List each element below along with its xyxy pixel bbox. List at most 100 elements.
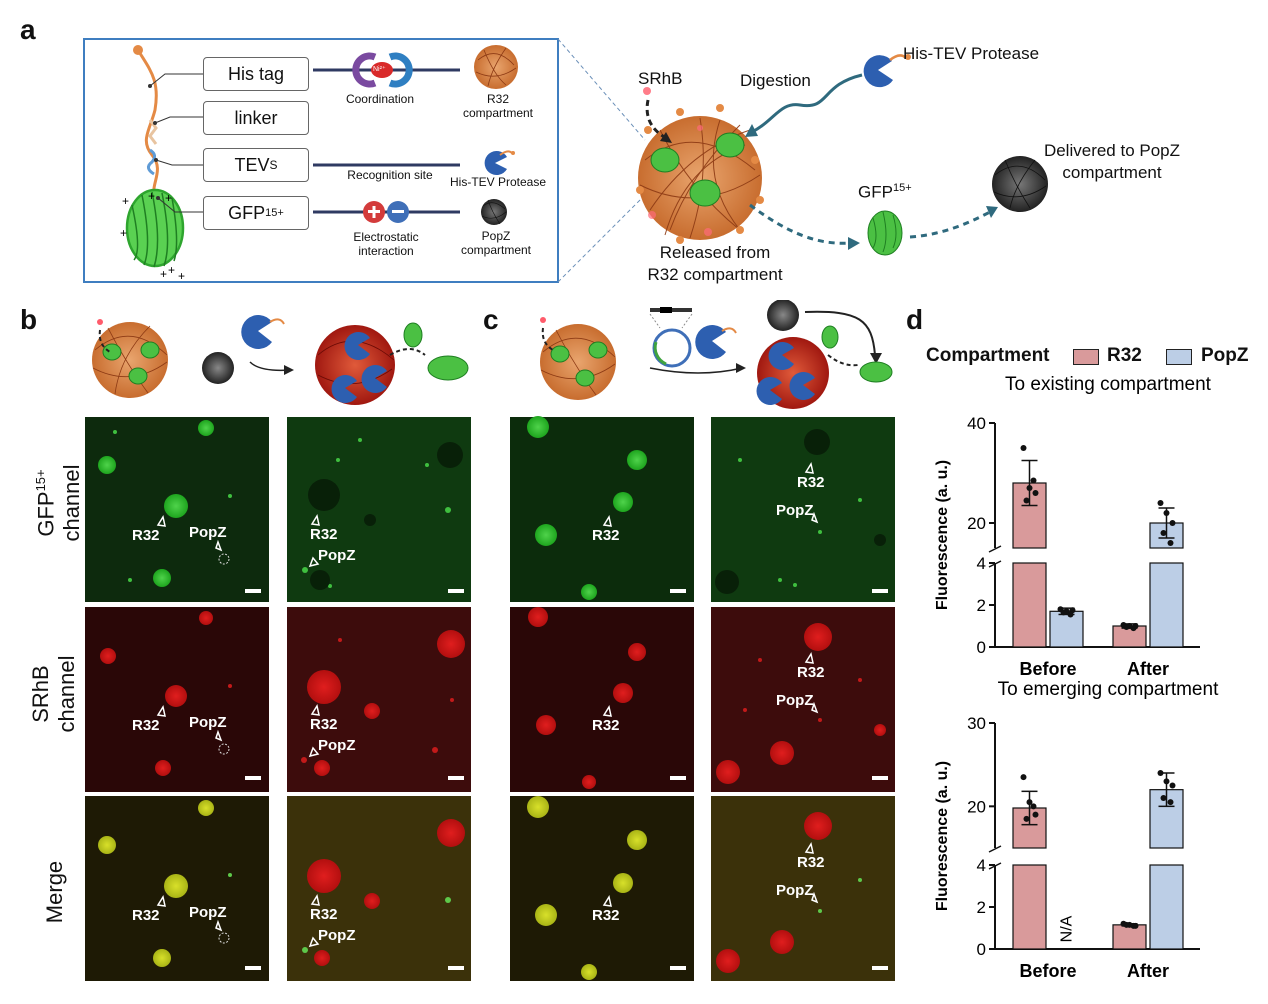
released-gfp-icon [867, 210, 903, 256]
c-r32-droplet-icon [540, 324, 616, 400]
svg-text:+: + [148, 189, 155, 203]
data-point [1026, 799, 1033, 806]
data-point [1169, 782, 1176, 789]
data-point [1163, 778, 1170, 785]
electrostatic-line1: Electrostatic [353, 230, 419, 244]
svg-text:+: + [165, 191, 172, 205]
data-point [1123, 624, 1130, 631]
label-r32: R32 [310, 526, 338, 543]
y-tick-label: 4 [977, 856, 986, 875]
data-point [1130, 625, 1137, 632]
y-tick-label: 0 [977, 638, 986, 657]
data-point [1020, 445, 1027, 451]
y-tick-label: 0 [977, 940, 986, 959]
nickel-label: Ni²⁺ [373, 66, 386, 73]
gfp-label-main: GFP [858, 182, 893, 202]
data-point [1157, 770, 1164, 776]
legend-swatch-r32 [1073, 349, 1099, 365]
linker-box: linker [203, 101, 309, 135]
released-label: Released from R32 compartment [640, 242, 790, 286]
label-popz: PopZ [189, 524, 227, 541]
bar-popz [1049, 610, 1084, 648]
data-point [1030, 803, 1037, 810]
scalebar [245, 776, 261, 780]
scalebar [670, 589, 686, 593]
tevs-sub: S [269, 158, 278, 172]
data-point [1160, 795, 1167, 801]
delivered-label: Delivered to PopZ compartment [1032, 140, 1192, 184]
popz-compartment-line1: PopZ [481, 229, 511, 243]
label-popz: PopZ [318, 547, 356, 564]
label-r32: R32 [310, 906, 338, 923]
data-point [1030, 477, 1037, 484]
data-point [1163, 510, 1170, 516]
label-r32: R32 [132, 717, 160, 734]
label-r32: R32 [592, 907, 620, 924]
scalebar [872, 966, 888, 970]
legend-title: Compartment [926, 345, 1050, 366]
delivered-line1: Delivered to PopZ [1043, 141, 1181, 160]
data-point [1167, 799, 1174, 806]
bar-r32-lower [1012, 864, 1047, 950]
y-tick-label: 2 [977, 898, 986, 917]
y-tick-label: 20 [967, 797, 986, 816]
b-popz-icon [202, 352, 234, 384]
label-popz: PopZ [318, 927, 356, 944]
chart-title: To emerging compartment [998, 679, 1219, 700]
bc-schematics [92, 300, 893, 409]
scalebar [448, 966, 464, 970]
y-tick-label: 4 [977, 554, 986, 573]
delivered-line2: compartment [1062, 163, 1162, 182]
c-srhb-before [510, 607, 694, 792]
label-r32: R32 [310, 716, 338, 733]
label-r32: R32 [592, 717, 620, 734]
protein-chain-icon: ++ ++ ++ + [120, 45, 185, 283]
srhb-label: SRhB [638, 69, 683, 88]
r32-droplet-icon [636, 104, 764, 244]
label-popz: PopZ [189, 904, 227, 921]
electrostatic-charge-icon [363, 201, 409, 223]
r32-compartment-line1: R32 [486, 92, 509, 106]
svg-text:+: + [168, 263, 175, 277]
c-gfp-after [711, 417, 895, 602]
bar-r32 [1112, 625, 1147, 648]
axis-break [988, 845, 1002, 853]
data-point [1032, 811, 1039, 818]
his-tev-small-label: His-TEV Protease [449, 175, 547, 189]
label-popz: PopZ [776, 502, 814, 519]
legend-label-r32: R32 [1107, 345, 1142, 366]
b-r32-droplet-icon [92, 322, 168, 398]
panel-a-illustration: ++ ++ ++ + [83, 38, 1048, 283]
legend-label-popz: PopZ [1201, 345, 1249, 366]
released-line1: Released from [659, 243, 771, 262]
popz-compartment-icon [481, 199, 507, 225]
svg-text:+: + [160, 267, 167, 281]
gfp-label: GFP15+ [858, 177, 912, 204]
electrostatic-label: Electrostatic interaction [343, 230, 429, 258]
c-srhb-after [711, 607, 895, 792]
y-axis-title: Fluorescence (a. u.) [934, 761, 951, 911]
data-point [1023, 497, 1030, 504]
label-r32: R32 [797, 664, 825, 681]
gfp-box-sup: 15+ [265, 207, 284, 219]
his-tev-protease-icon [863, 54, 911, 88]
popz-compartment-label: PopZ compartment [456, 229, 536, 257]
y-tick-label: 20 [967, 514, 986, 533]
scalebar [245, 966, 261, 970]
data-point [1060, 609, 1067, 616]
na-label: N/A [1059, 915, 1076, 942]
label-r32: R32 [797, 854, 825, 871]
svg-text:+: + [178, 269, 185, 283]
label-r32: R32 [797, 474, 825, 491]
data-point [1160, 530, 1167, 536]
popz-droplet-icon [992, 156, 1048, 212]
label-r32: R32 [132, 527, 160, 544]
label-popz: PopZ [318, 737, 356, 754]
chart-title: To existing compartment [1005, 375, 1212, 395]
c-protease-icon [695, 325, 726, 359]
data-point [1023, 815, 1030, 822]
gfp-box-label: GFP [228, 202, 266, 223]
micrograph-grid [85, 416, 895, 981]
scalebar [670, 966, 686, 970]
